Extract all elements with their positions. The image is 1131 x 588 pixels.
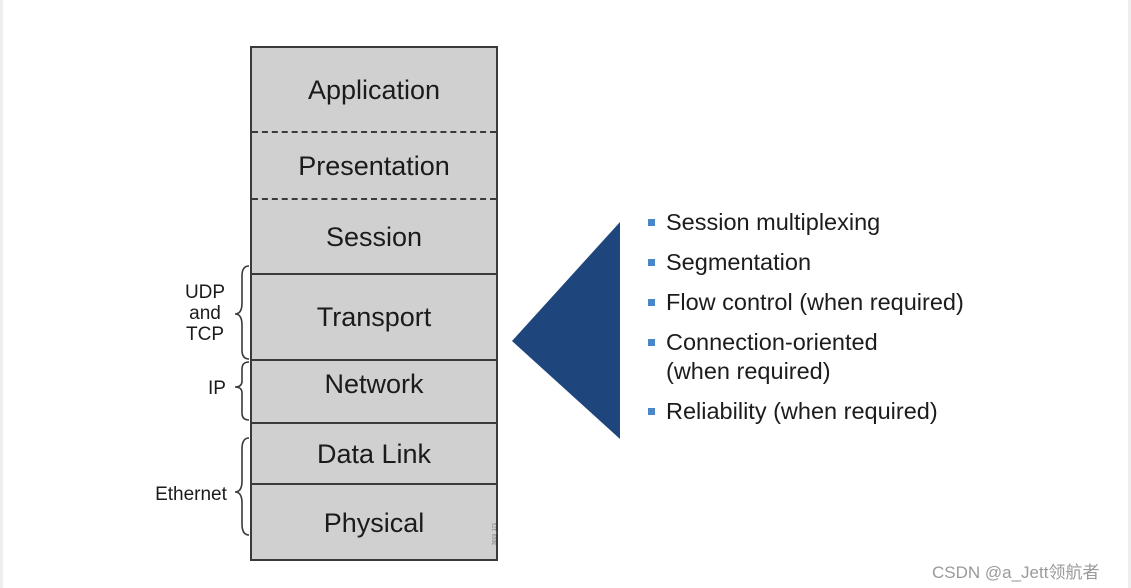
left-frame-edge [0, 0, 3, 588]
layer-network: Network [324, 369, 424, 399]
separator-datalink-physical [252, 483, 496, 485]
separator-network-datalink [252, 422, 496, 424]
label-udp-tcp: UDP and TCP [184, 282, 226, 345]
separator-dashed-2 [252, 198, 496, 200]
pointer-triangle [512, 222, 620, 439]
layer-transport: Transport [316, 301, 432, 332]
layer-application: Application [307, 74, 441, 105]
layer-presentation: Presentation [298, 150, 450, 181]
separator-transport-network [252, 359, 496, 361]
label-ethernet: Ethernet [155, 484, 227, 505]
bullet-square-icon [648, 408, 655, 415]
brace-ethernet [234, 437, 250, 536]
separator-session-transport [252, 273, 496, 275]
layer-physical: Physical [323, 507, 425, 538]
bullet-square-icon [648, 259, 655, 266]
bullet-square-icon [648, 339, 655, 346]
bullet-square-icon [648, 219, 655, 226]
layer-session: Session [325, 221, 423, 252]
brace-transport [234, 265, 250, 360]
right-frame-edge [1128, 0, 1131, 588]
label-ip: IP [208, 378, 226, 399]
bullet-square-icon [648, 299, 655, 306]
watermark: CSDN @a_Jett领航者 [932, 563, 1100, 582]
brace-network [234, 361, 250, 421]
separator-dashed-1 [252, 131, 496, 133]
osi-layer-stack: Application Presentation Session Transpo… [250, 46, 498, 561]
layer-data-link: Data Link [316, 438, 432, 469]
